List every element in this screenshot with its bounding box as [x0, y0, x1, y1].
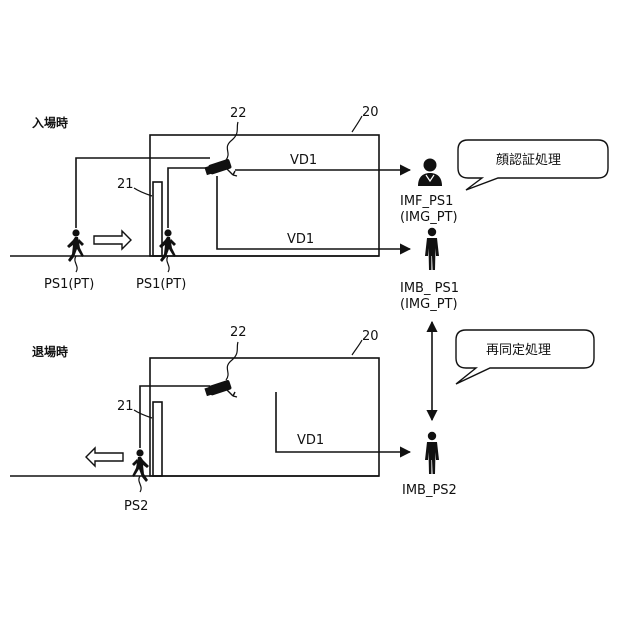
body-image-label-sub: (IMG_PT) [400, 297, 458, 312]
person-label-gate: PS1(PT) [136, 277, 186, 292]
area-ref-leader-top [352, 116, 362, 132]
area-ref-top: 20 [362, 105, 379, 120]
person-leader [167, 256, 169, 272]
person-label-outside: PS1(PT) [44, 277, 94, 292]
camera-ref-top: 22 [230, 106, 247, 121]
person-label-exit: PS2 [124, 499, 148, 514]
area-box-bottom [150, 358, 379, 476]
exit-panel: 退場時 20 21 22 PS2 VD1 IMB_PS2 再同定処理 [10, 325, 594, 514]
gate-bottom [153, 402, 162, 476]
body-image-label: IMB_ PS1 [400, 281, 459, 296]
capture-line-gate [168, 168, 210, 228]
video-label-bottom: VD1 [297, 433, 324, 448]
face-image-label: IMF_PS1 [400, 194, 453, 209]
area-ref-leader-bottom [352, 340, 362, 355]
face-image-icon [418, 159, 442, 187]
exit-header: 退場時 [32, 344, 68, 359]
camera-ref-leader-top [226, 122, 238, 160]
gate-ref-bottom: 21 [117, 399, 134, 414]
area-box-top [150, 135, 379, 256]
camera-icon [204, 380, 237, 397]
entry-panel: 入場時 20 21 22 PS1(PT) PS1(PT) VD1 VD1 [10, 105, 608, 312]
gate-ref-top: 21 [117, 177, 134, 192]
video-label-lower: VD1 [287, 232, 314, 247]
body-image-icon [425, 432, 439, 474]
body-image-label-exit: IMB_PS2 [402, 483, 457, 498]
entry-header: 入場時 [32, 115, 68, 130]
face-image-label-sub: (IMG_PT) [400, 210, 458, 225]
person-leader [139, 476, 141, 492]
movement-arrow-right [94, 231, 131, 249]
body-image-icon [425, 228, 439, 270]
camera-ref-bottom: 22 [230, 325, 247, 340]
person-leader [75, 256, 77, 272]
callout-text-bottom: 再同定処理 [486, 343, 551, 358]
movement-arrow-left [86, 448, 123, 466]
area-ref-bottom: 20 [362, 329, 379, 344]
video-label-upper: VD1 [290, 153, 317, 168]
callout-text-top: 顔認証処理 [496, 152, 561, 168]
walker-icon [132, 449, 149, 482]
camera-ref-leader-bottom [226, 342, 238, 380]
